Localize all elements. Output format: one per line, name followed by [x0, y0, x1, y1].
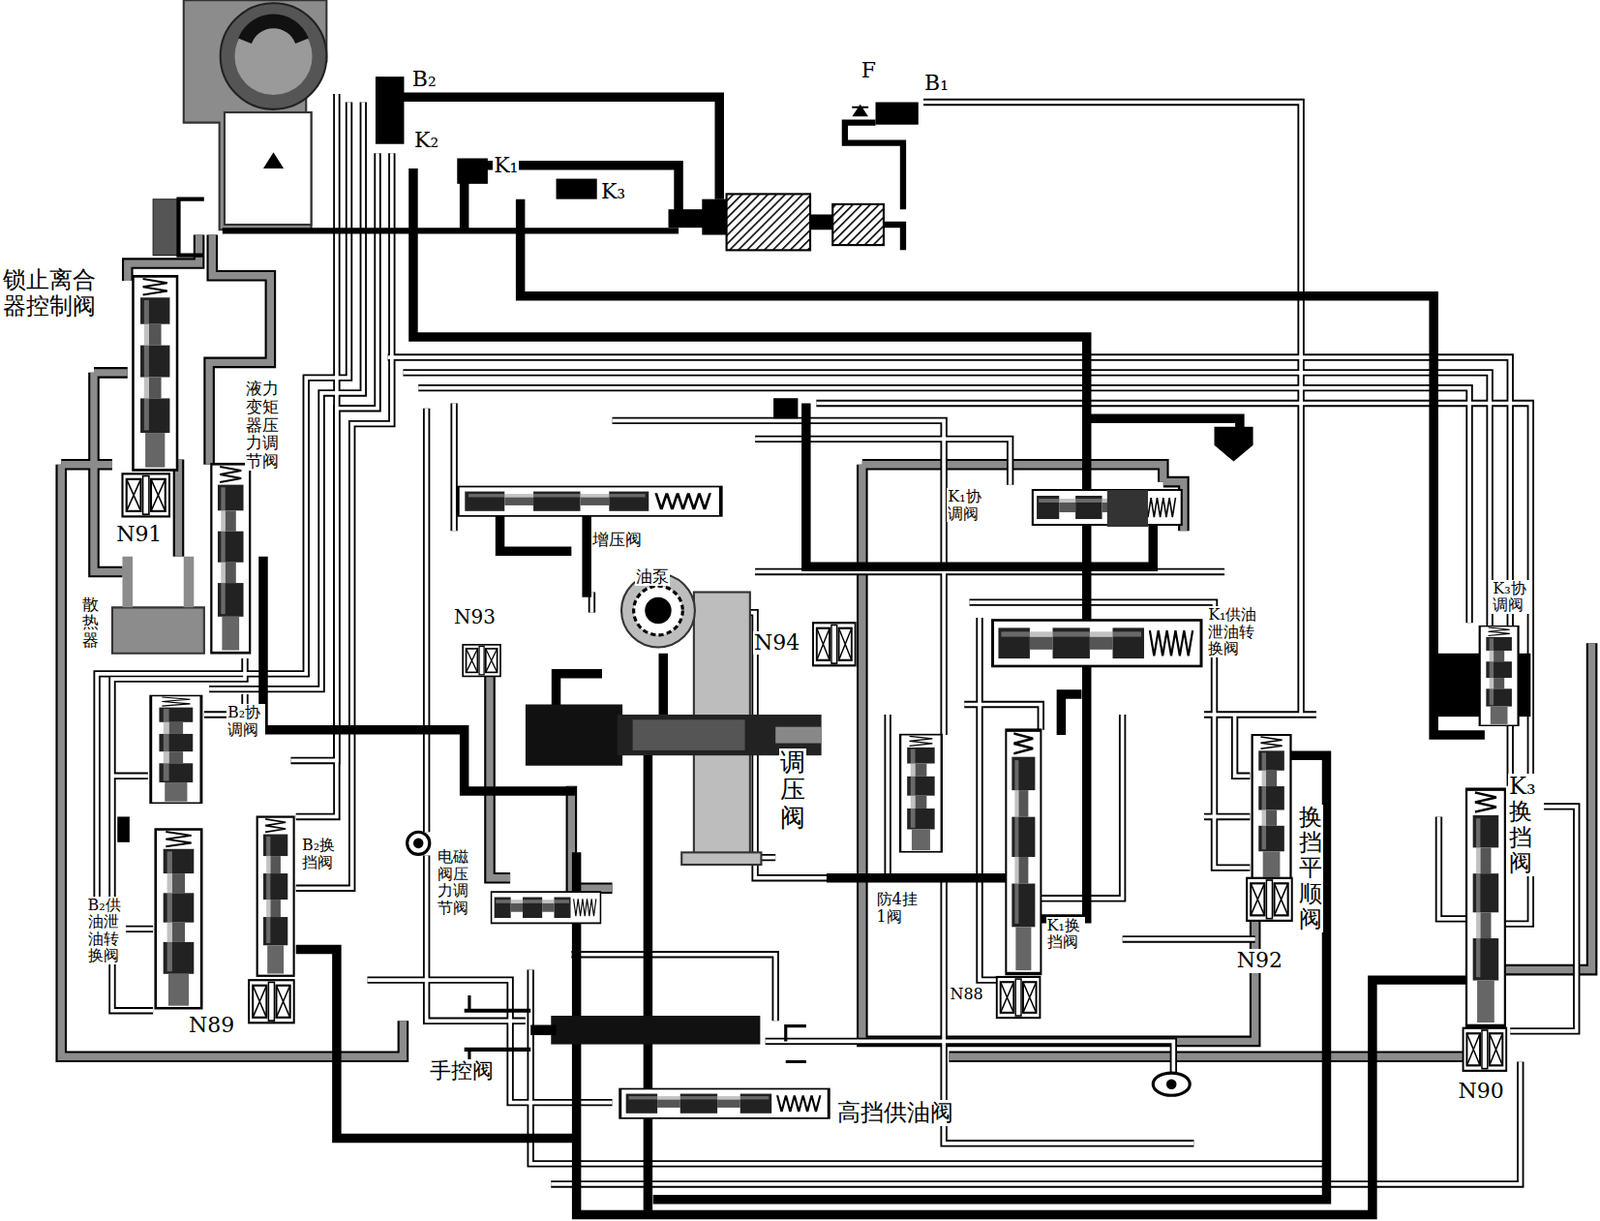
torque-converter: [152, 0, 327, 256]
part-label: 换挡平顺阀: [1298, 804, 1324, 933]
part-label: K₁协调阀: [946, 487, 986, 522]
part-label: N90: [1456, 1079, 1505, 1103]
part-label: B₂协调阀: [226, 703, 266, 738]
radiator: [112, 556, 205, 654]
white-channels: [96, 93, 1577, 1184]
part-label: N94: [753, 631, 801, 655]
part-label: 锁止离合器控制阀: [1, 267, 99, 319]
part-label: 散热器: [81, 595, 100, 650]
part-label: K₃: [600, 180, 627, 204]
part-label: B₁: [923, 71, 950, 95]
part-label: B₂换挡阀: [301, 836, 340, 871]
part-label: N88: [948, 985, 984, 1003]
part-label: 手控阀: [428, 1058, 495, 1083]
part-label: 防4挂1阀: [875, 890, 922, 925]
vertical-valves: [132, 275, 1531, 1026]
clutches-and-gearset: [375, 76, 919, 250]
main-pressure-channels: [222, 96, 1485, 1214]
part-label: 增压阀: [591, 530, 643, 549]
part-label: K₁供油泄油转换阀: [1207, 605, 1262, 658]
part-label: 油泵: [634, 567, 670, 586]
part-label: F: [860, 59, 877, 83]
part-label: K₁换挡阀: [1046, 916, 1086, 951]
part-label: N92: [1236, 948, 1284, 972]
part-label: B₂: [411, 67, 438, 91]
part-label: B₂供油泄油转换阀: [87, 896, 126, 965]
part-label: K₂: [413, 128, 440, 152]
part-label: N89: [187, 1013, 236, 1037]
part-label: N91: [115, 522, 163, 546]
part-label: K₃换挡阀: [1508, 773, 1544, 876]
solenoid-valves: [122, 473, 1508, 1071]
part-label: 液力变矩器压力调节阀: [244, 379, 283, 470]
check-valves: [117, 397, 1253, 1095]
part-label: N93: [452, 605, 497, 628]
part-label: 电磁阀压力调节阀: [436, 847, 472, 916]
part-label: K₃协调阀: [1491, 579, 1531, 614]
part-label: 调压阀: [779, 748, 807, 832]
part-label: 高挡供油阀: [836, 1099, 955, 1125]
part-label: K₁: [492, 153, 519, 178]
pump-and-valves: [457, 486, 1202, 1118]
